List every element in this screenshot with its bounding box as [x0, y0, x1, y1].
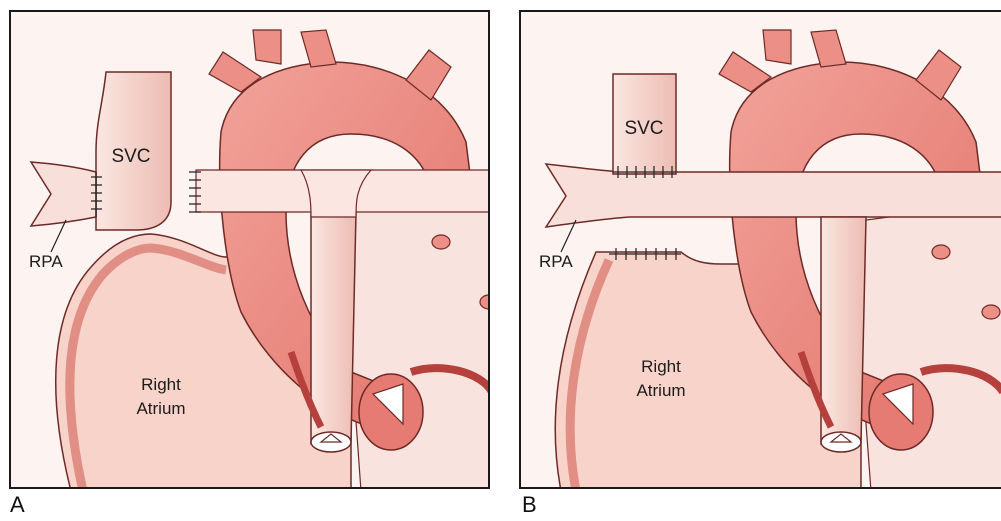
atrium-label-line2: Atrium [136, 399, 185, 418]
rpa-vessel [31, 162, 96, 226]
vessel-opening-2 [982, 305, 1000, 319]
vessel-opening-1 [932, 245, 950, 259]
svc-label: SVC [624, 118, 663, 139]
atrium-label-line1: Right [641, 357, 681, 376]
arch-branch-4 [763, 30, 791, 64]
diagram-b: SVC RPA Right Atrium [521, 12, 1001, 489]
panel-b: SVC RPA Right Atrium [519, 10, 1001, 489]
vessel-opening-1 [432, 235, 450, 249]
rpa-label: RPA [539, 252, 573, 271]
rpa-label: RPA [29, 252, 63, 271]
rpa-leader-line [51, 220, 66, 252]
atrium-label-line2: Atrium [636, 381, 685, 400]
panel-letter-b: B [522, 492, 537, 518]
diagram-a: SVC RPA Right Atrium [11, 12, 490, 489]
svc-label: SVC [111, 146, 150, 167]
atrium-label-line1: Right [141, 375, 181, 394]
carotid-branch [301, 30, 336, 67]
heart-tissue [851, 202, 1001, 489]
pulmonary-conduit [821, 217, 866, 444]
carotid-branch [811, 30, 846, 67]
panel-a: SVC RPA Right Atrium [9, 10, 490, 489]
heart-tissue [341, 192, 490, 489]
panel-letter-a: A [10, 492, 25, 518]
pulmonary-conduit [311, 212, 356, 444]
arch-branch-4 [253, 30, 281, 64]
